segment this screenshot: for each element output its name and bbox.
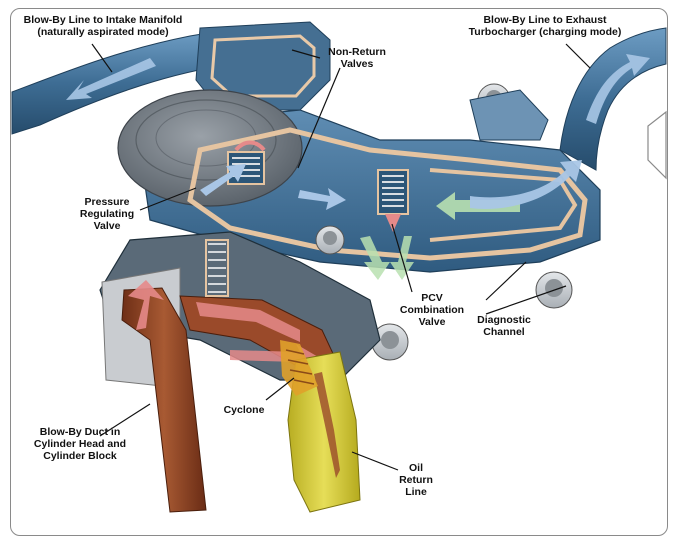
internal-channel [187,127,588,261]
label-blowby-duct: Blow-By Duct in Cylinder Head and Cylind… [33,426,127,462]
label-non-return-valves: Non-Return Valves [328,46,386,70]
top-channel-cut [210,34,316,98]
exhaust-flow-arrow [586,54,650,124]
label-pcv-combination-valve: PCV Combination Valve [399,292,465,328]
label-pressure-regulating-valve: Pressure Regulating Valve [79,196,135,232]
label-oil-return-line: Oil Return Line [399,462,433,498]
blue-flow-arrow [470,160,582,209]
oil-return-line [287,351,361,513]
label-diagnostic-channel: Diagnostic Channel [477,314,531,338]
label-intake-blowby: Blow-By Line to Intake Manifold (natural… [23,14,183,38]
leader-lines [91,43,591,471]
blowby-duct [121,287,207,513]
cyclone-spring [205,239,229,297]
label-cyclone: Cyclone [223,404,265,416]
label-exhaust-blowby: Blow-By Line to Exhaust Turbocharger (ch… [468,14,622,38]
pcv-valve-spring [377,169,409,232]
callout-notch [647,110,667,180]
intake-flow-arrow [66,58,156,100]
top-boss [195,21,331,111]
